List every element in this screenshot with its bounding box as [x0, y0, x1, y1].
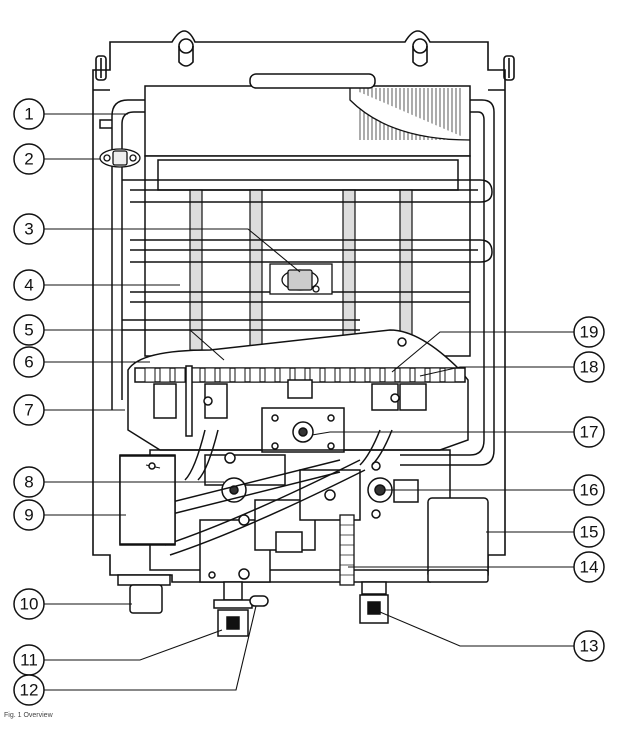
callout-17-label: 17: [580, 423, 599, 442]
leader-5: [44, 329, 225, 361]
callout-11-label: 11: [20, 651, 38, 670]
leader-3: [44, 228, 301, 273]
callout-19: 19: [573, 316, 605, 348]
combustion-chamber: [144, 155, 471, 357]
leader-11: [44, 629, 223, 661]
callout-12-label: 12: [20, 681, 39, 700]
gas-inlet: [213, 581, 269, 637]
figure-caption: Fig. 1 Overview: [4, 712, 53, 719]
callout-18: 18: [573, 351, 605, 383]
cold-water-tube: [339, 514, 355, 586]
callout-14: 14: [573, 551, 605, 583]
callout-10: 10: [13, 588, 45, 620]
callout-9-label: 9: [24, 506, 33, 525]
callout-6-label: 6: [24, 353, 33, 372]
battery-box: [427, 497, 489, 583]
water-inlet: [359, 581, 389, 624]
callout-5: 5: [13, 314, 45, 346]
callouts: 1 2 3 4 5 6 7 8 9 10 11 12 13 14 15 16 1…: [13, 98, 605, 706]
callout-8: 8: [13, 466, 45, 498]
callout-7-label: 7: [24, 401, 33, 420]
callout-13: 13: [573, 630, 605, 662]
leader-18: [419, 366, 574, 377]
callout-16-label: 16: [580, 481, 599, 500]
callout-15: 15: [573, 516, 605, 548]
control-box: [119, 455, 176, 545]
overheat-limiter: [99, 148, 141, 168]
callout-13-label: 13: [580, 637, 599, 656]
leader-lines: [44, 113, 574, 691]
callout-1-label: 1: [24, 105, 33, 124]
heat-exchanger: [144, 73, 471, 157]
callout-11: 11: [13, 644, 45, 676]
callout-19-label: 19: [580, 323, 599, 342]
leader-12: [44, 605, 257, 691]
callout-10-label: 10: [20, 595, 39, 614]
callout-12: 12: [13, 674, 45, 706]
callout-4-label: 4: [24, 276, 33, 295]
callout-3: 3: [13, 213, 45, 245]
back-plate: [92, 30, 515, 583]
callout-7: 7: [13, 394, 45, 426]
flue-connector: [117, 574, 171, 614]
callout-2: 2: [13, 143, 45, 175]
callout-1: 1: [13, 98, 45, 130]
callout-18-label: 18: [580, 358, 599, 377]
callout-3-label: 3: [24, 220, 33, 239]
callout-4: 4: [13, 269, 45, 301]
leader-17: [311, 431, 574, 436]
callout-8-label: 8: [24, 473, 33, 492]
callout-14-label: 14: [580, 558, 599, 577]
callout-2-label: 2: [24, 150, 33, 169]
leader-19: [391, 331, 574, 373]
callout-5-label: 5: [24, 321, 33, 340]
callout-9: 9: [13, 499, 45, 531]
callout-15-label: 15: [580, 523, 599, 542]
callout-16: 16: [573, 474, 605, 506]
callout-17: 17: [573, 416, 605, 448]
burner: [127, 329, 469, 451]
leader-13: [379, 611, 574, 647]
temperature-sensor: [269, 263, 333, 295]
callout-6: 6: [13, 346, 45, 378]
